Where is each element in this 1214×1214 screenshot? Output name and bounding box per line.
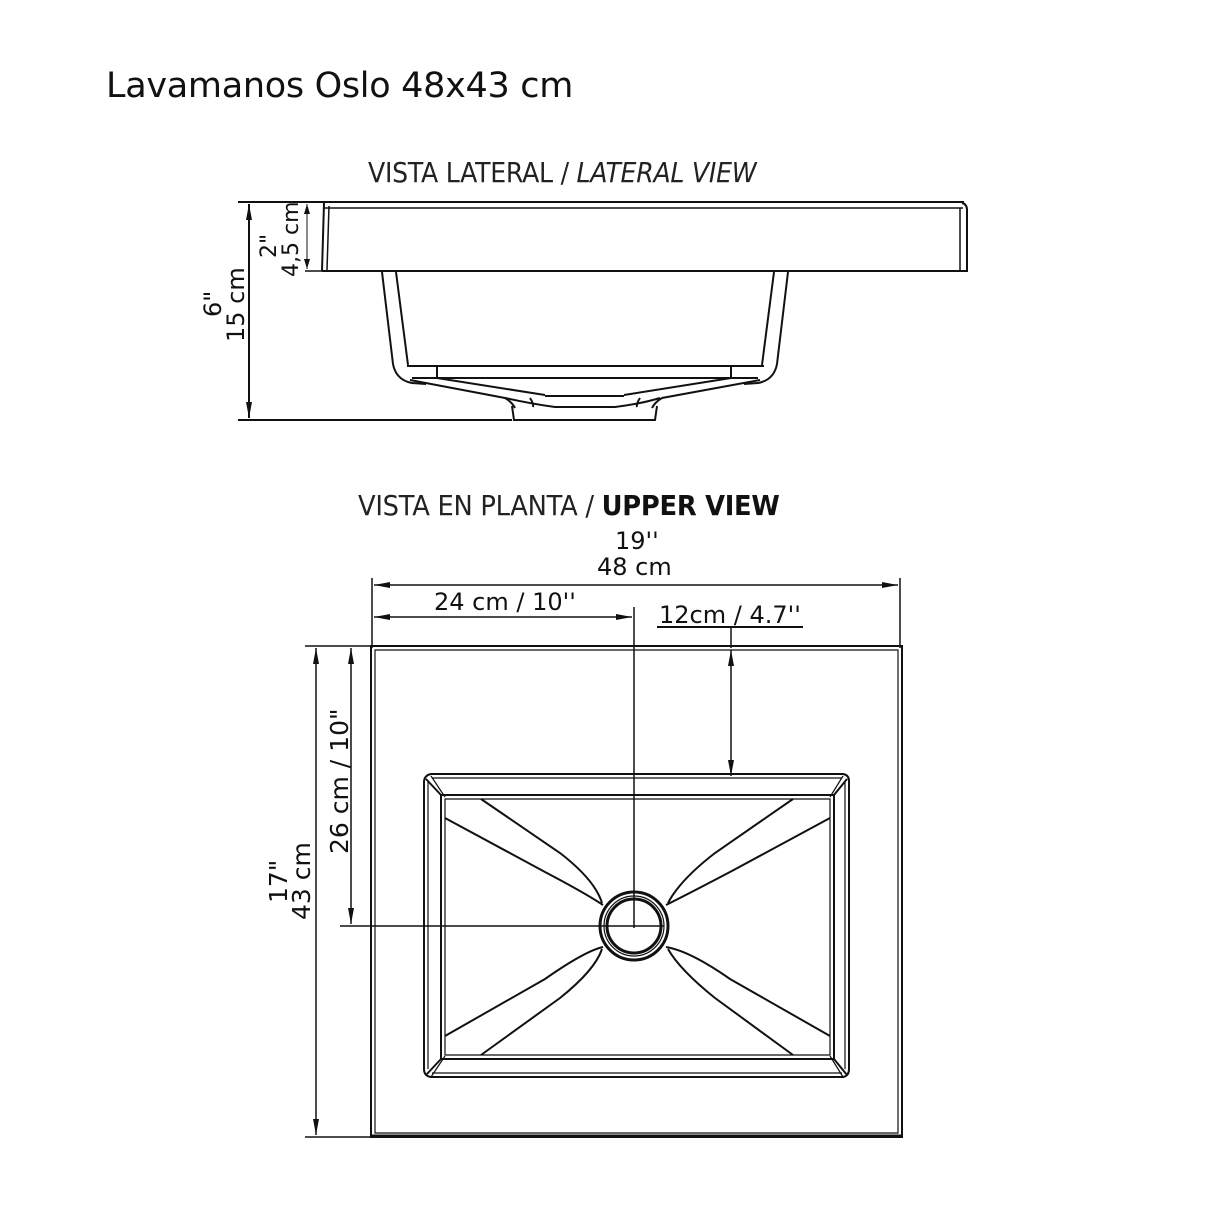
- lateral-total-height-cm: 15 cm: [222, 267, 250, 342]
- upper-view-heading-es: VISTA EN PLANTA /: [358, 489, 602, 522]
- lateral-view-drawing: [238, 202, 968, 420]
- upper-front-to-basin: 12cm / 4.7'': [659, 601, 801, 629]
- upper-total-width-in: 19'': [615, 527, 659, 555]
- upper-depth-to-drain: 26 cm / 10": [325, 708, 354, 854]
- upper-view-drawing: [305, 578, 902, 1137]
- upper-total-depth-cm: 43 cm: [287, 842, 316, 920]
- upper-half-width: 24 cm / 10'': [434, 588, 576, 616]
- upper-view-heading: VISTA EN PLANTA / UPPER VIEW: [358, 489, 780, 522]
- lateral-rim-height-cm: 4,5 cm: [279, 201, 304, 277]
- lateral-view-heading-en: LATERAL VIEW: [576, 156, 757, 189]
- upper-total-width-cm: 48 cm: [597, 553, 672, 581]
- lateral-view-heading: VISTA LATERAL / LATERAL VIEW: [368, 156, 757, 189]
- upper-view-heading-en: UPPER VIEW: [601, 489, 780, 522]
- page-title: Lavamanos Oslo 48x43 cm: [106, 66, 574, 106]
- lateral-view-heading-es: VISTA LATERAL /: [368, 156, 577, 189]
